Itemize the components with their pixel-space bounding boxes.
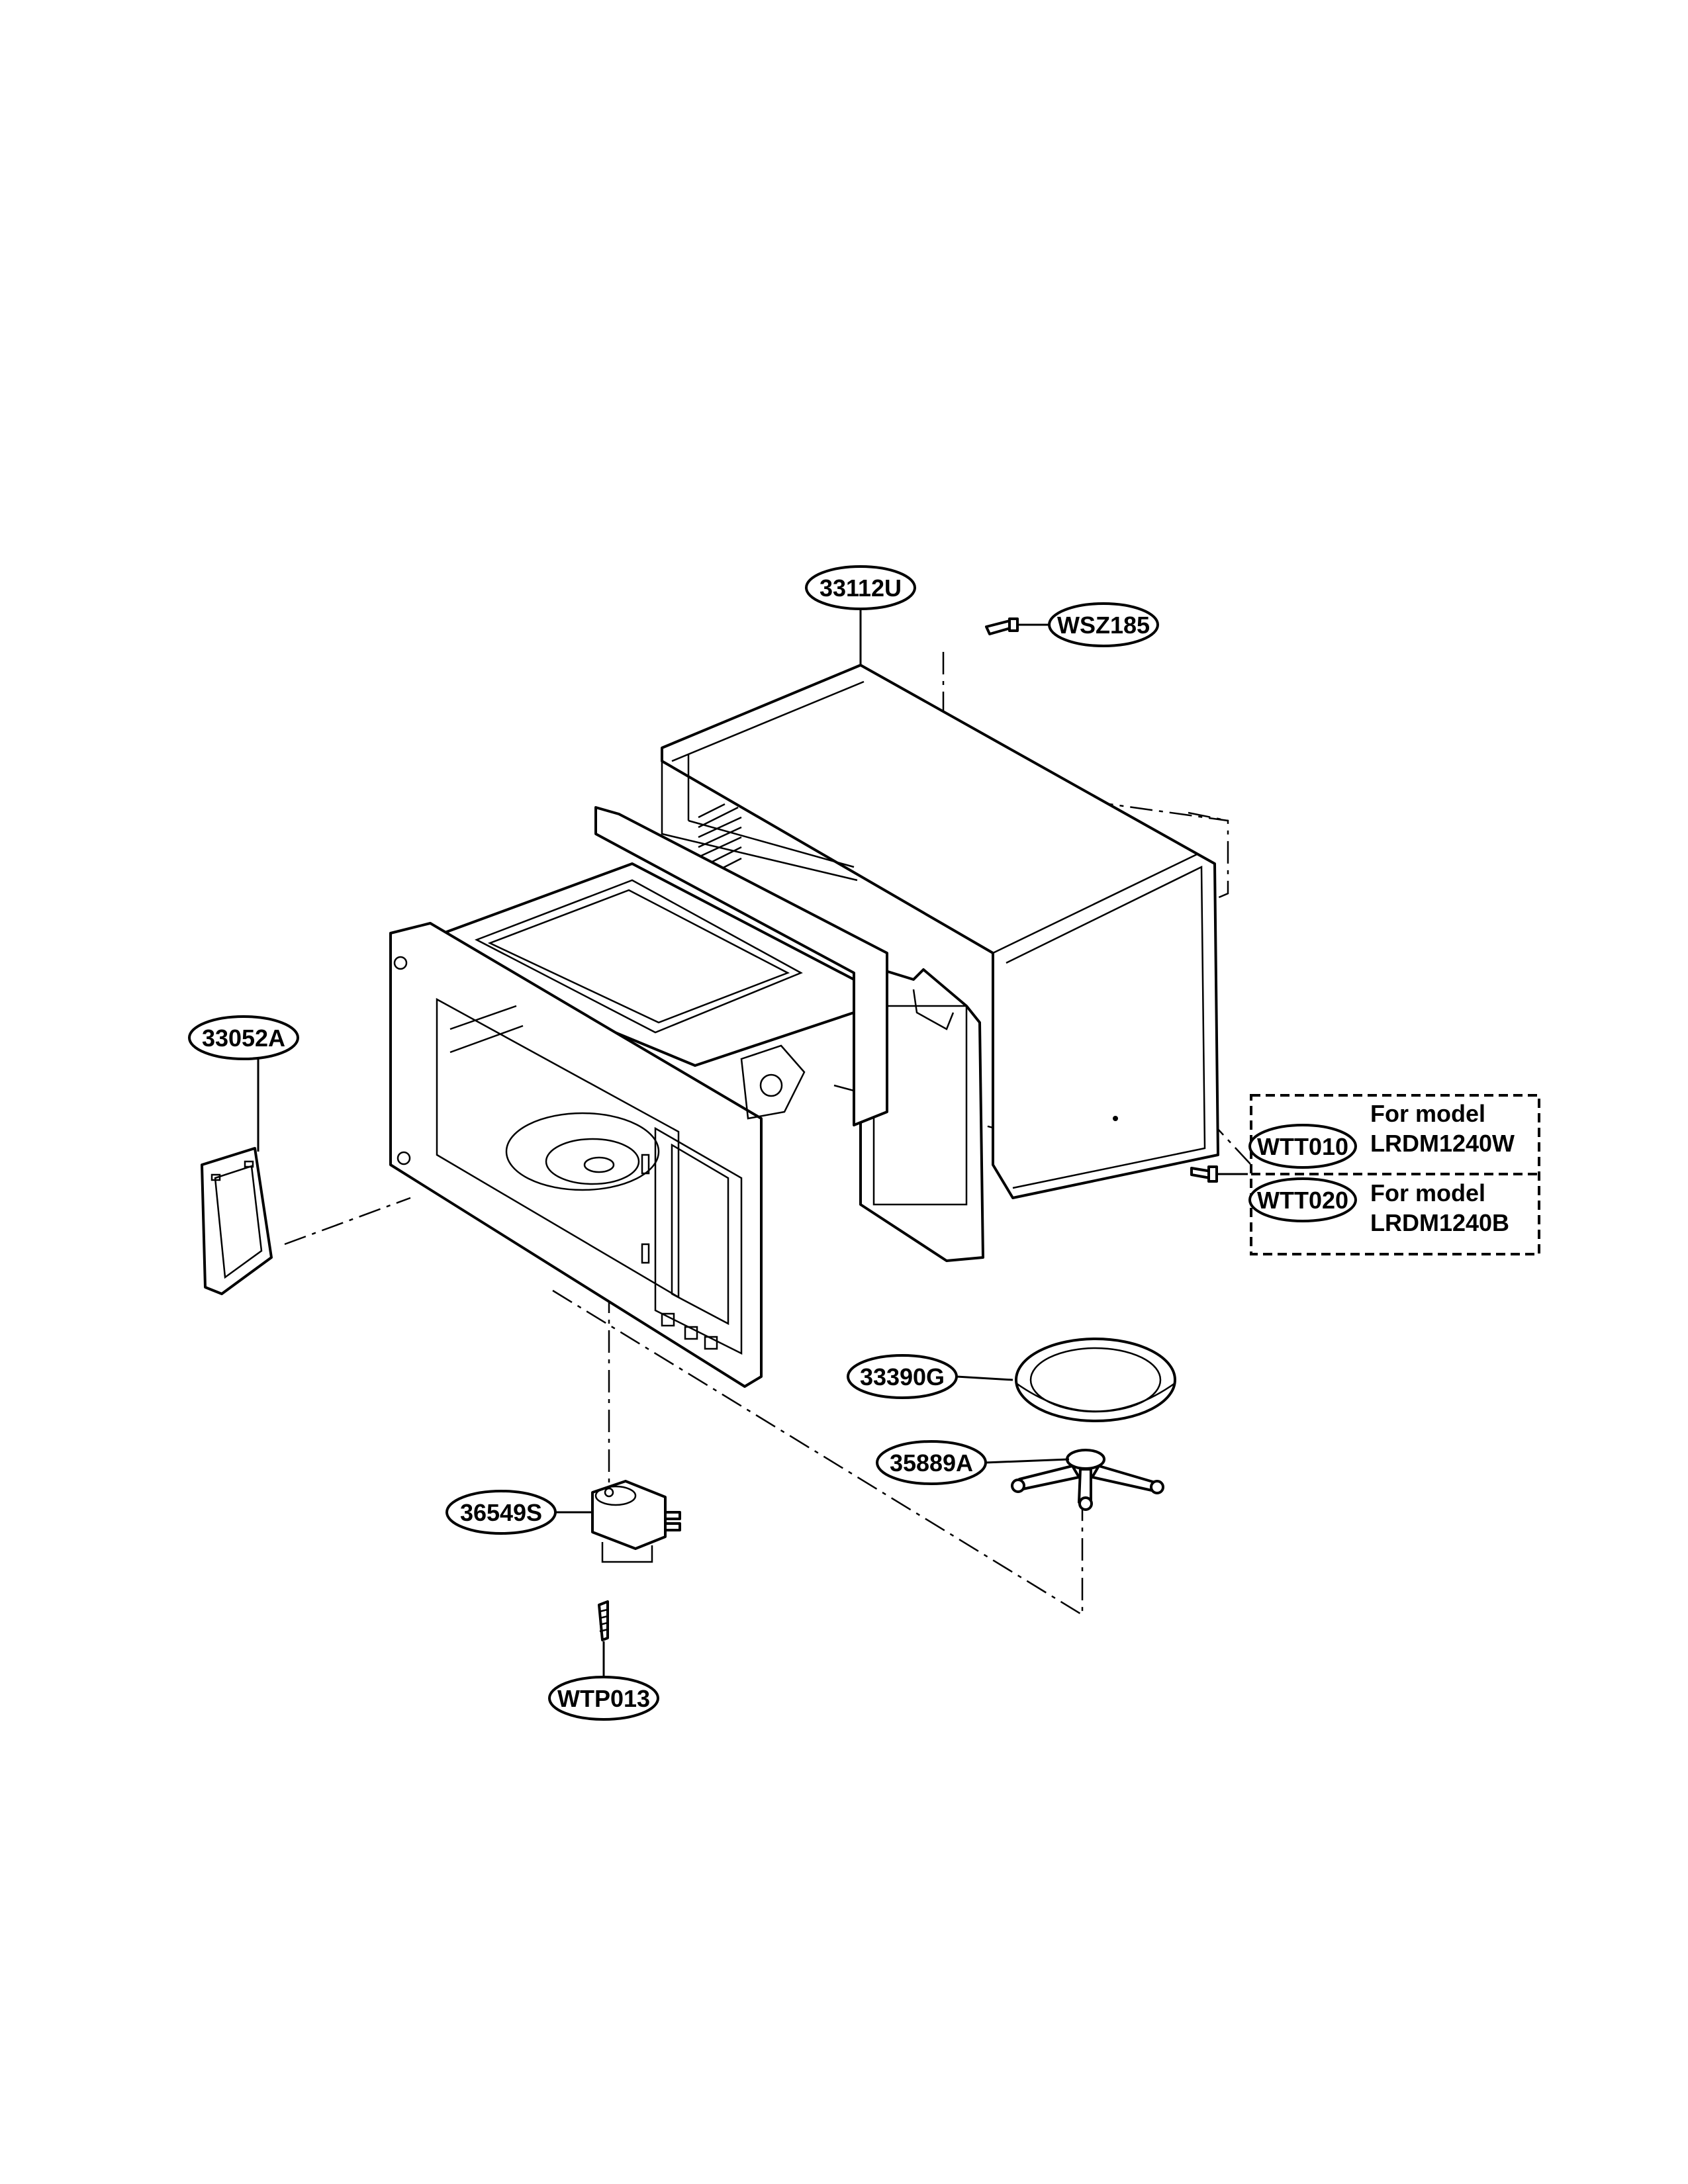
label-screw-white: WTT010 — [1257, 1133, 1348, 1160]
turntable-motor — [591, 1480, 681, 1563]
waveguide-cover — [201, 1147, 273, 1295]
note-black-line2: LRDM1240B — [1370, 1209, 1509, 1236]
callout-WSZ185: WSZ185 — [1048, 602, 1159, 647]
label-outer-case: 33112U — [820, 574, 902, 602]
label-turntable-motor: 36549S — [460, 1499, 542, 1526]
label-roller-guide: 35889A — [890, 1449, 973, 1477]
case-screw-side — [1190, 1165, 1218, 1183]
callout-33390G: 33390G — [847, 1354, 958, 1399]
model-note-box: For model LRDM1240W For model LRDM1240B — [1250, 1094, 1540, 1255]
callout-33112U: 33112U — [805, 565, 916, 610]
note-black-line1: For model — [1370, 1179, 1485, 1206]
label-motor-screw: WTP013 — [557, 1685, 650, 1712]
callout-33052A: 33052A — [188, 1015, 299, 1060]
label-tray-glass: 33390G — [860, 1363, 945, 1390]
note-white-line2: LRDM1240W — [1370, 1130, 1515, 1157]
roller-guide — [1011, 1449, 1164, 1511]
tray-glass — [1015, 1338, 1176, 1422]
callout-36549S: 36549S — [445, 1490, 557, 1535]
case-vent-slots — [698, 803, 742, 875]
label-case-screw: WSZ185 — [1057, 612, 1150, 639]
label-waveguide-cover: 33052A — [202, 1024, 285, 1052]
outer-case — [661, 664, 1219, 1199]
callout-WTT010: WTT010 — [1248, 1124, 1357, 1169]
callout-WTT020: WTT020 — [1248, 1177, 1357, 1222]
motor-screw — [598, 1600, 609, 1641]
case-screw-top — [985, 617, 1019, 635]
note-white-line1: For model — [1370, 1100, 1485, 1127]
oven-cavity — [389, 806, 888, 1388]
callout-35889A: 35889A — [876, 1440, 987, 1485]
callout-WTP013: WTP013 — [548, 1676, 659, 1721]
leader-lines — [257, 609, 1248, 1678]
case-screw-hole — [1113, 1116, 1118, 1121]
label-screw-black: WTT020 — [1257, 1187, 1348, 1214]
